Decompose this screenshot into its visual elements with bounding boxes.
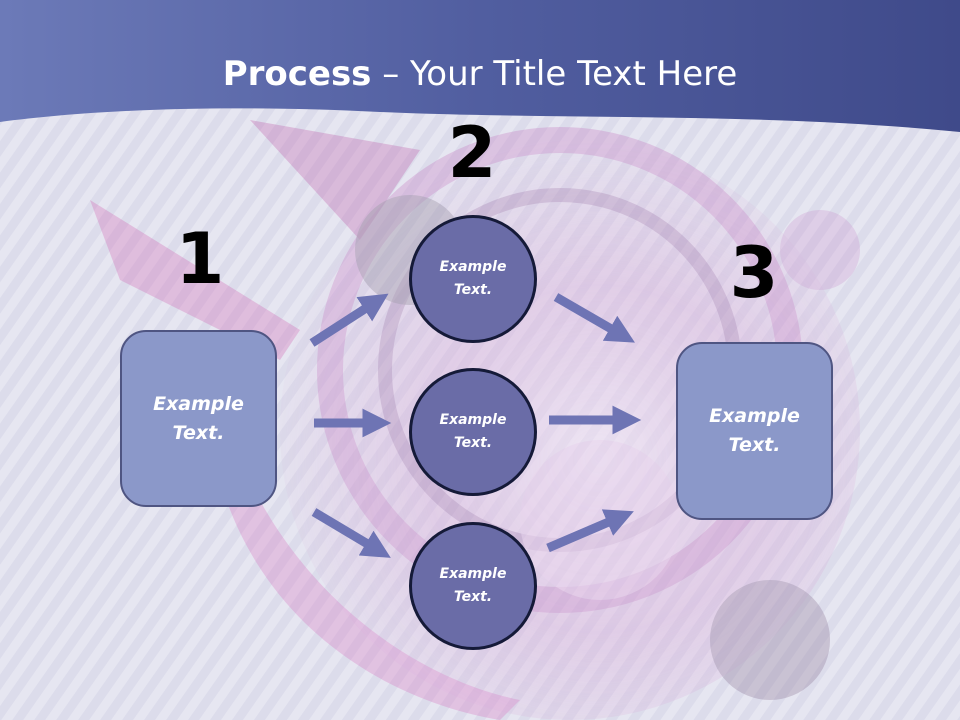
title-bold: Process: [222, 54, 372, 94]
slide-title: Process – Your Title Text Here: [0, 52, 960, 96]
right-box[interactable]: Example Text.: [676, 342, 833, 520]
arrow-left-to-bottom: [311, 508, 391, 558]
title-rest: – Your Title Text Here: [371, 54, 738, 94]
circle-top[interactable]: Example Text.: [409, 215, 537, 343]
arrow-left-to-top: [309, 293, 389, 347]
left-box[interactable]: Example Text.: [120, 330, 277, 507]
arrow-bottom-to-right: [546, 509, 634, 553]
circle-middle[interactable]: Example Text.: [409, 368, 537, 496]
step-number-3: 3: [729, 232, 779, 314]
circle-bottom[interactable]: Example Text.: [409, 522, 537, 650]
step-number-2: 2: [447, 112, 497, 194]
step-number-1: 1: [175, 218, 225, 300]
arrow-top-to-right: [553, 293, 635, 343]
